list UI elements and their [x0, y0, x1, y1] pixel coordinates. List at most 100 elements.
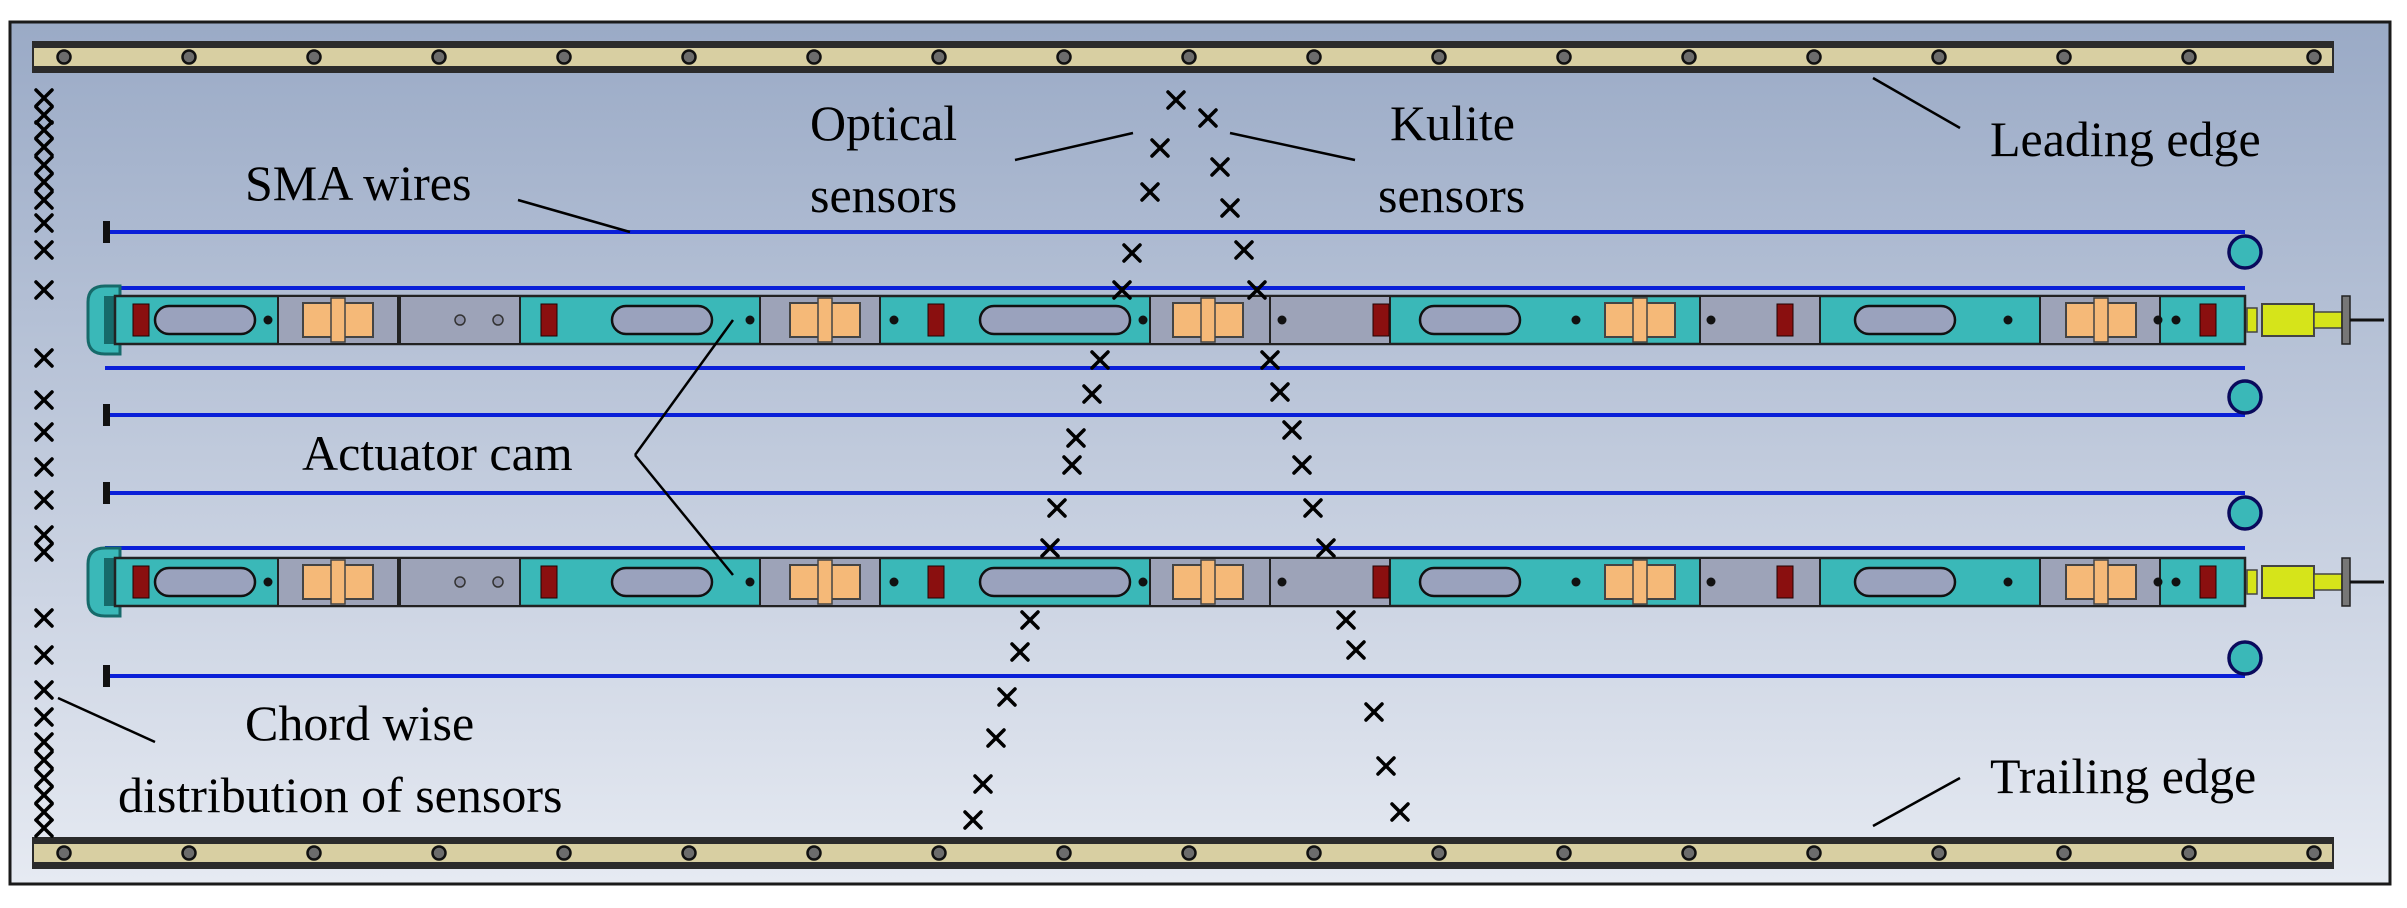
leading-edge-rail-top-strip — [33, 42, 2333, 48]
chordwise-sensor-mark — [34, 768, 54, 788]
optical-sensor-mark — [1047, 498, 1067, 518]
optical-sensor-mark — [1082, 384, 1102, 404]
actuator-slot — [978, 566, 1132, 598]
leader-kulite — [1229, 131, 1356, 162]
red-sensor-block — [1372, 303, 1390, 337]
chordwise-sensor-mark — [34, 680, 54, 700]
kulite-sensor-mark — [1220, 198, 1240, 218]
kulite-label-line1: Kulite — [1390, 95, 1515, 151]
trailing-edge-rail-rivet — [681, 845, 697, 861]
actuator-slot — [610, 304, 714, 336]
pin-dot — [2153, 315, 2163, 325]
kulite-sensor-mark — [1270, 382, 1290, 402]
optical-sensor-mark — [1112, 280, 1132, 300]
trailing-edge-rail-rivet — [2056, 845, 2072, 861]
trailing-edge-rail-rivet — [1056, 845, 1072, 861]
trailing-edge-rail-rivet — [56, 845, 72, 861]
pin-dot — [1138, 315, 1148, 325]
trailing-edge-rail-rivet — [1306, 845, 1322, 861]
yellow-connector — [2261, 303, 2315, 337]
pin-dot — [1138, 577, 1148, 587]
wire-pulley — [2227, 234, 2263, 270]
chordwise-sensor-mark — [34, 707, 54, 727]
leader-cam-top — [633, 319, 735, 456]
cam-housing — [1269, 295, 1391, 345]
pin-dot — [1571, 315, 1581, 325]
leading-edge-rail-rivet — [56, 49, 72, 65]
optical-sensor-mark — [986, 728, 1006, 748]
pin-dot — [2171, 577, 2181, 587]
trailing-edge-rail-rivet — [306, 845, 322, 861]
trailing-edge-rail-rivet — [181, 845, 197, 861]
leading-edge-rail-rivet — [681, 49, 697, 65]
actuator-bars — [86, 284, 2384, 618]
end-cap-slot — [104, 558, 114, 606]
leading-edge-rail-rivet — [556, 49, 572, 65]
leading-edge-rail-rivet — [1806, 49, 1822, 65]
leading-edge-rail-rivet — [2056, 49, 2072, 65]
pin-dot — [1277, 577, 1287, 587]
cam-shaft — [1200, 297, 1216, 343]
chordwise-sensor-mark — [34, 155, 54, 175]
chordwise-sensor-mark — [34, 422, 54, 442]
optical-sensor-mark — [1066, 428, 1086, 448]
optical-sensor-mark — [963, 810, 983, 830]
actuator-slot — [1418, 304, 1522, 336]
optical-sensor-mark — [1122, 243, 1142, 263]
optical-sensor-mark — [1010, 642, 1030, 662]
kulite-sensor-mark — [1376, 756, 1396, 776]
trailing-edge-rail-rivet — [2181, 845, 2197, 861]
pin-dot — [2003, 315, 2013, 325]
actuator-2 — [86, 546, 2384, 618]
mount-plate — [2341, 295, 2351, 345]
trailing-edge-rail-rivet — [431, 845, 447, 861]
pin-dot — [2003, 577, 2013, 587]
pin-dot — [263, 315, 273, 325]
actuator-slot — [1853, 566, 1957, 598]
actuator-cam-label: Actuator cam — [302, 425, 573, 481]
kulite-sensor-mark — [1303, 498, 1323, 518]
pin-dot — [889, 315, 899, 325]
kulite-sensor-mark — [1336, 610, 1356, 630]
cam-shaft — [817, 559, 833, 605]
actuator-1 — [86, 284, 2384, 356]
leader-sma — [517, 198, 631, 234]
end-cap-slot — [104, 296, 114, 344]
cam-housing — [1699, 295, 1821, 345]
trailing-edge-rail-rivet — [806, 845, 822, 861]
gray-hole — [492, 576, 504, 588]
edge-rails — [32, 41, 2334, 869]
wire-pulley — [2227, 640, 2263, 676]
kulite-sensor-mark — [1316, 538, 1336, 558]
kulite-sensor-mark — [1282, 420, 1302, 440]
optical-sensor-mark — [1020, 610, 1040, 630]
leading-edge-rail-bottom-strip — [33, 66, 2333, 72]
leading-edge-rail-rivet — [931, 49, 947, 65]
cam-shaft — [330, 559, 346, 605]
chordwise-sensor-mark — [34, 542, 54, 562]
leading-edge-rail-rivet — [431, 49, 447, 65]
actuator-slot — [153, 566, 257, 598]
red-sensor-block — [132, 303, 150, 337]
trailing-edge-rail-bottom-strip — [33, 862, 2333, 868]
kulite-sensor-mark — [1210, 157, 1230, 177]
connector-ring — [2246, 569, 2258, 595]
chordwise-sensor-mark — [34, 818, 54, 838]
chordwise-sensor-mark — [34, 348, 54, 368]
optical-sensor-mark — [997, 687, 1017, 707]
optical-sensor-mark — [1062, 455, 1082, 475]
leader-trailing-edge — [1872, 776, 1961, 828]
pin-dot — [1571, 577, 1581, 587]
kulite-sensor-mark — [1234, 240, 1254, 260]
chord-label-line2: distribution of sensors — [118, 767, 562, 823]
chordwise-sensor-mark — [34, 802, 54, 822]
cam-shaft — [2093, 297, 2109, 343]
wire-pulley — [2227, 495, 2263, 531]
chordwise-sensor-mark — [34, 280, 54, 300]
optical-sensor-mark — [1140, 182, 1160, 202]
pin-dot — [745, 315, 755, 325]
pin-dot — [2153, 577, 2163, 587]
chordwise-sensor-mark — [34, 137, 54, 157]
